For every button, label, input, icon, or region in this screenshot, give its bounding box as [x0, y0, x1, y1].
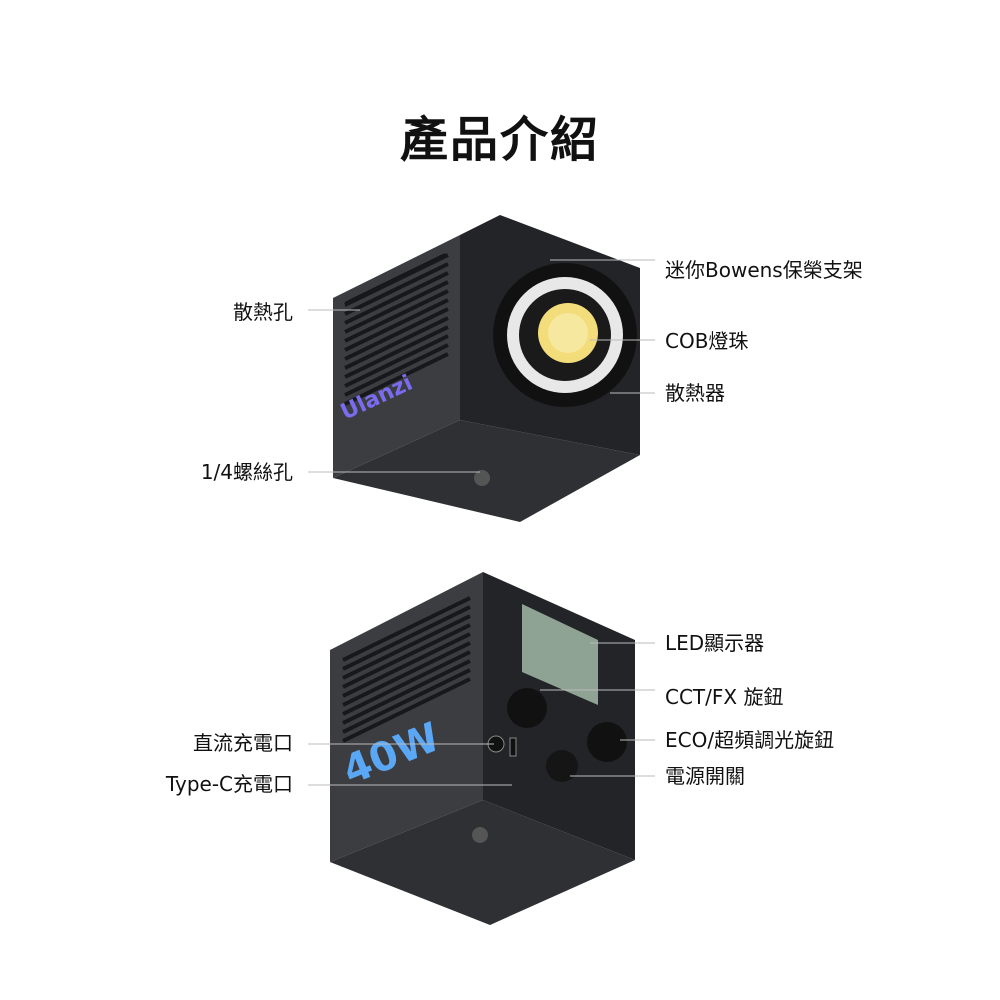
cct-fx-knob — [507, 688, 547, 728]
page-title: 產品介紹 — [399, 112, 600, 168]
vent-slot — [342, 668, 471, 734]
vent-slot — [344, 298, 449, 352]
bottom-light-cube: 40W — [330, 572, 635, 925]
label-vents: 散熱孔 — [233, 300, 293, 324]
vent-slot — [342, 596, 471, 662]
vent-slot — [344, 271, 449, 325]
vent-holes-bottom — [342, 596, 471, 743]
label-led-display: LED顯示器 — [665, 631, 765, 655]
label-power-switch: 電源開關 — [665, 764, 745, 788]
dim-knob — [587, 722, 627, 762]
vent-slot — [344, 262, 449, 316]
label-cob: COB燈珠 — [665, 329, 749, 353]
vent-slot — [344, 334, 449, 388]
power-switch — [546, 750, 578, 782]
vent-slot — [342, 614, 471, 680]
vent-slot — [342, 641, 471, 707]
type-c-port — [509, 737, 517, 757]
label-dc-port: 直流充電口 — [193, 731, 293, 755]
vent-slot — [344, 343, 449, 397]
label-type-c-port: Type-C充電口 — [165, 772, 293, 796]
vent-slot — [344, 352, 449, 406]
label-cct-knob: CCT/FX 旋鈕 — [665, 685, 784, 709]
callout-lines — [308, 259, 655, 786]
screw-hole — [472, 827, 488, 843]
vent-slot — [342, 632, 471, 698]
label-dim-knob: ECO/超頻調光旋鈕 — [665, 728, 835, 752]
vent-slot — [344, 253, 449, 307]
label-heatsink: 散熱器 — [665, 381, 725, 405]
label-screw-hole: 1/4螺絲孔 — [200, 460, 293, 484]
vent-slot — [344, 289, 449, 343]
vent-slot — [344, 280, 449, 334]
top-light-cube: Ulanzi — [333, 215, 640, 522]
vent-slot — [342, 623, 471, 689]
vent-slot — [344, 325, 449, 379]
vent-slot — [342, 677, 471, 743]
label-bowens-mount: 迷你Bowens保榮支架 — [665, 258, 863, 282]
vent-slot — [342, 650, 471, 716]
vent-slot — [342, 605, 471, 671]
screw-hole — [474, 470, 490, 486]
vent-slot — [344, 316, 449, 370]
vent-slot — [342, 659, 471, 725]
top-bottom-face — [333, 420, 640, 522]
led-display — [522, 604, 598, 705]
vent-slot — [344, 307, 449, 361]
bottom-bottom-face — [330, 800, 635, 925]
